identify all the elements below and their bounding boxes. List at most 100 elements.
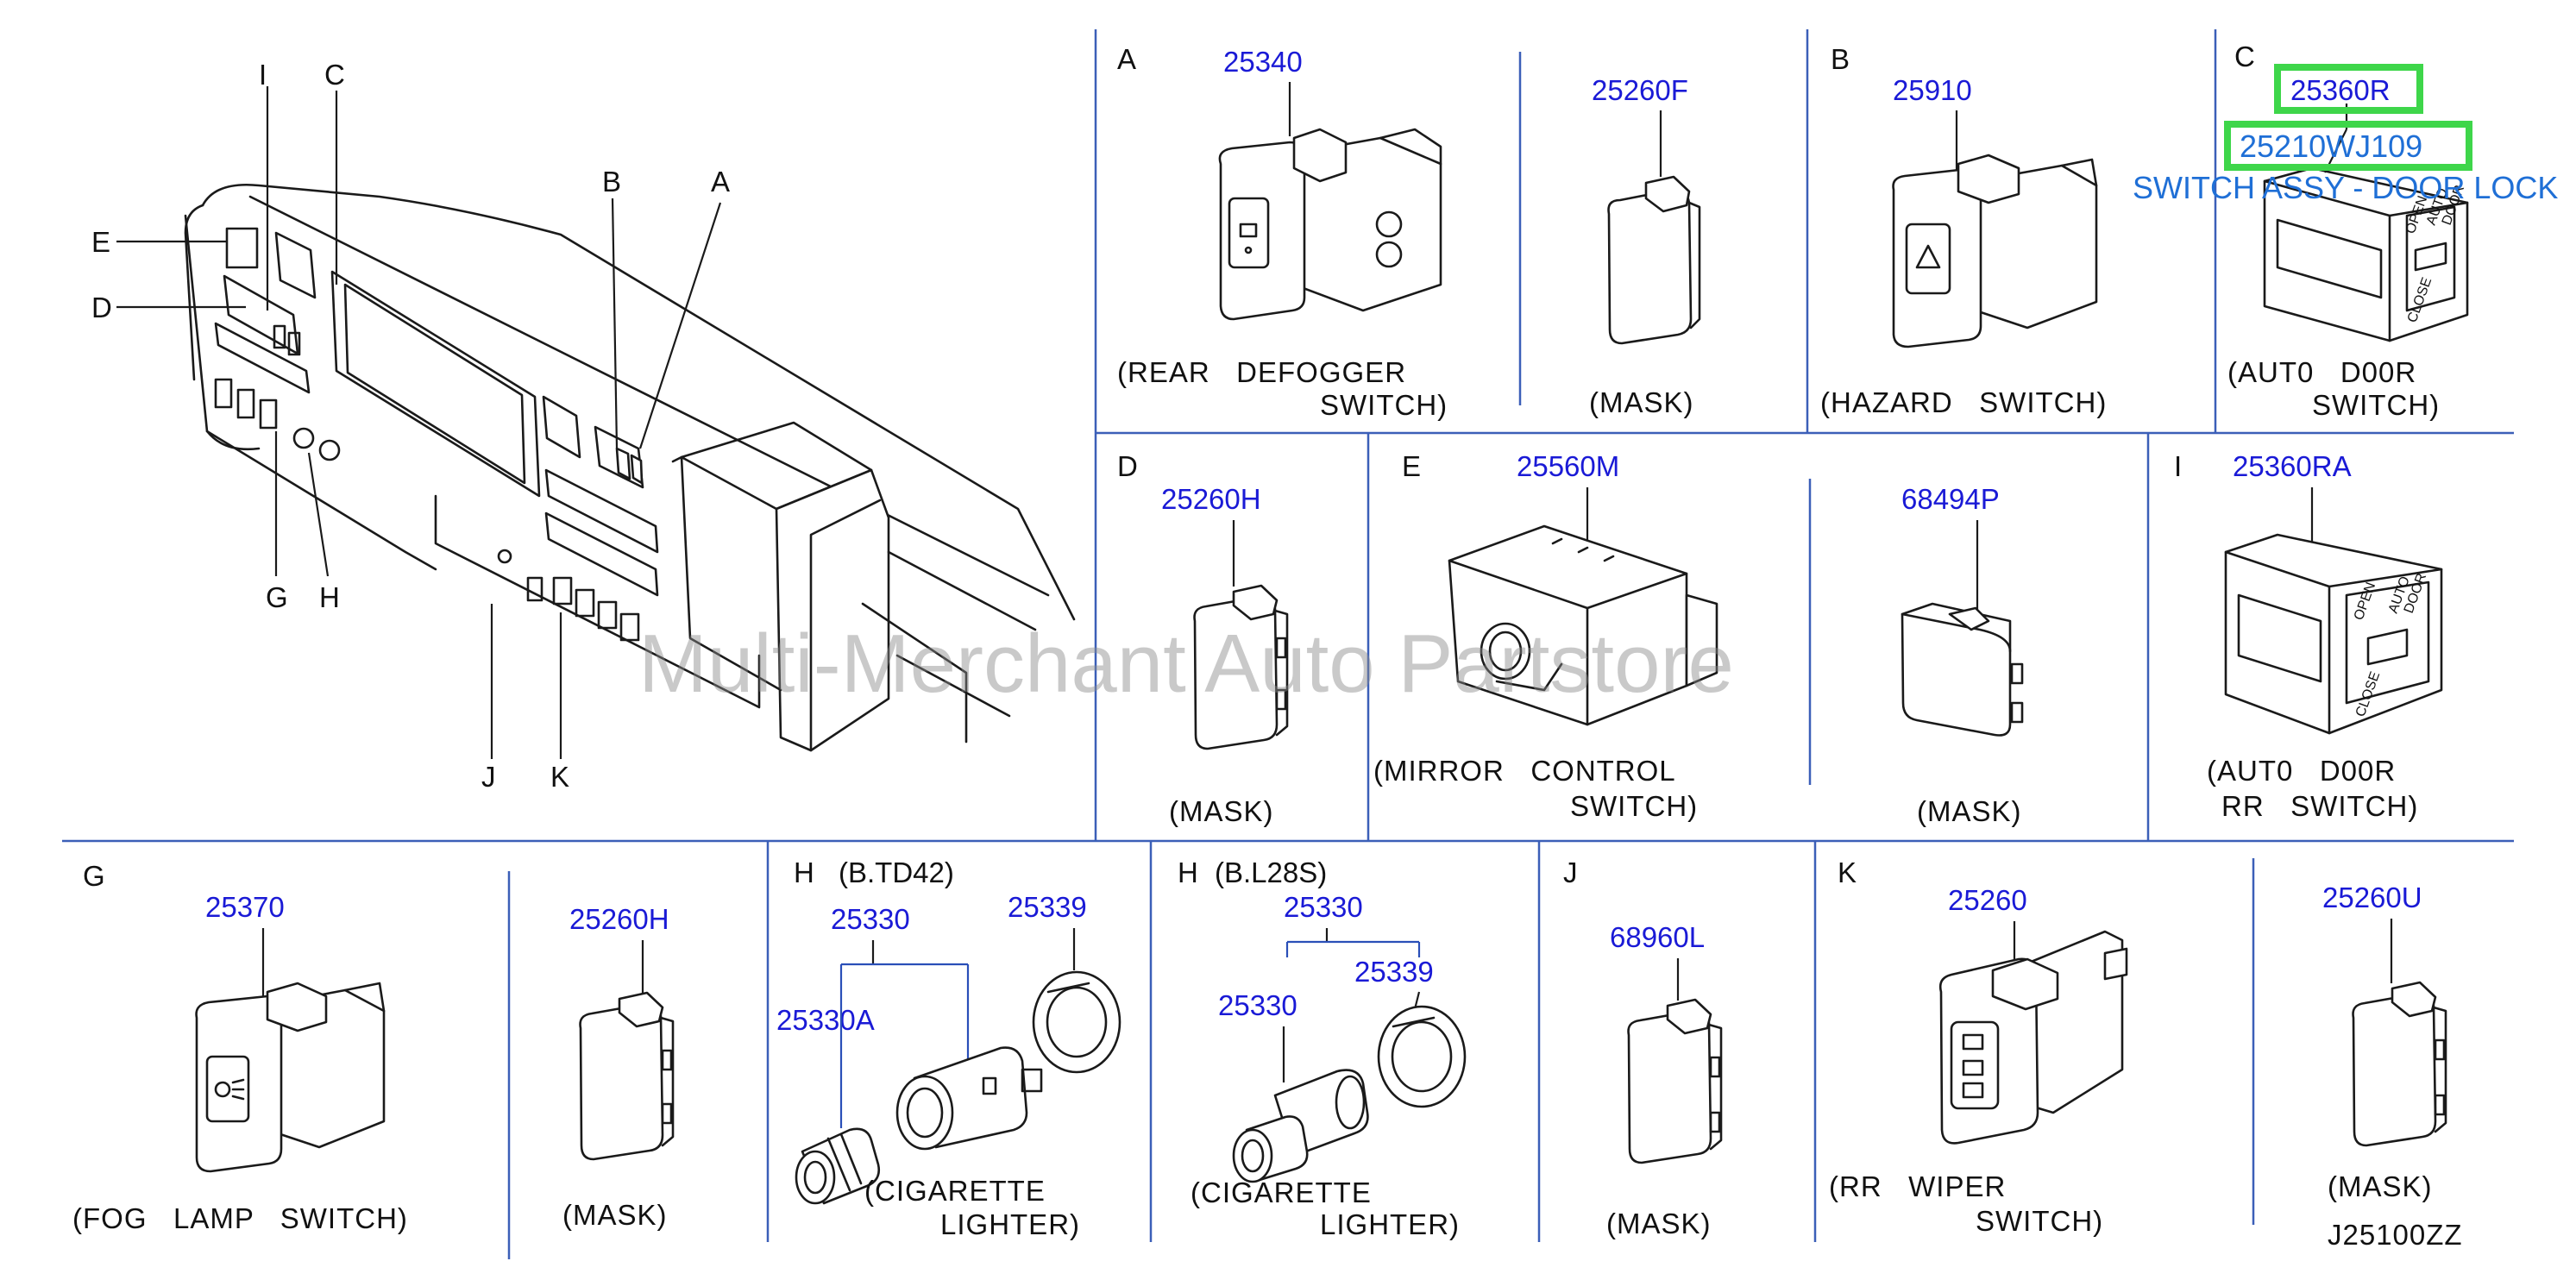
section-k: K 25260 (RR WIPER SWITCH) 25260U (MASK) … (1829, 856, 2463, 1251)
callout-A: A (711, 166, 730, 198)
section-e: E 25560M (MIRROR CONTROL SWITCH) 68494P … (1373, 450, 2024, 827)
variant-h-l28s: (B.L28S) (1215, 856, 1327, 888)
callout-C: C (324, 59, 345, 91)
callout-G: G (266, 581, 288, 613)
callout-J: J (481, 761, 496, 793)
section-grid (62, 29, 2514, 1259)
caption-hazard-switch: (HAZARD SWITCH) (1820, 386, 2107, 418)
caption-cigarette-l28s-2: LIGHTER) (1320, 1208, 1460, 1240)
mirror-control-switch-drawing (1448, 524, 1718, 726)
highlight-part-number[interactable]: 25210WJ109 (2240, 129, 2422, 164)
caption-mask-j: (MASK) (1606, 1208, 1712, 1239)
hazard-switch-drawing (1892, 154, 2098, 348)
part-number-25260U[interactable]: 25260U (2322, 882, 2422, 913)
caption-rear-defogger-2: SWITCH) (1320, 389, 1448, 421)
caption-mask-k: (MASK) (2328, 1170, 2433, 1202)
caption-mask-e: (MASK) (1917, 795, 2022, 827)
part-number-25260[interactable]: 25260 (1948, 884, 2027, 916)
auto-door-rr-switch-drawing: OPEN AUTO DOOR CLOSE (2224, 533, 2443, 735)
caption-cigarette-td42-2: LIGHTER) (940, 1208, 1080, 1240)
caption-mask-d: (MASK) (1169, 795, 1274, 827)
auto-door-switch-drawing: OPEN AUTO DOOR CLOSE (2263, 166, 2469, 342)
part-number-25339-l28s[interactable]: 25339 (1354, 956, 1434, 988)
caption-cigarette-l28s-1: (CIGARETTE (1191, 1176, 1372, 1208)
section-letter-e: E (1402, 450, 1421, 482)
caption-rr-wiper-2: SWITCH) (1976, 1205, 2103, 1237)
part-number-25330-td42[interactable]: 25330 (831, 903, 910, 935)
caption-auto-door-2: SWITCH) (2312, 389, 2440, 421)
section-a: A 25340 (REAR DEFOGGER SWITCH) 25260F (M… (1117, 43, 1701, 421)
part-number-25910[interactable]: 25910 (1893, 74, 1972, 106)
callout-B: B (602, 166, 621, 198)
part-number-25330-l28s-sub[interactable]: 25330 (1218, 989, 1297, 1021)
part-number-25560M[interactable]: 25560M (1517, 450, 1619, 482)
part-number-68960L[interactable]: 68960L (1610, 921, 1705, 953)
diagram-code: J25100ZZ (2328, 1219, 2463, 1251)
section-letter-b: B (1831, 43, 1850, 75)
section-letter-d: D (1117, 450, 1138, 482)
mask-e-drawing (1901, 602, 2024, 737)
part-number-25339-td42[interactable]: 25339 (1008, 891, 1087, 923)
section-letter-j: J (1563, 856, 1578, 888)
callout-D: D (91, 292, 112, 323)
section-b: B 25910 (HAZARD SWITCH) (1820, 43, 2107, 418)
section-letter-k: K (1838, 856, 1857, 888)
part-number-25260H-d[interactable]: 25260H (1161, 483, 1261, 515)
section-letter-h-td42: H (794, 856, 814, 888)
rr-wiper-switch-drawing (1938, 930, 2128, 1145)
section-h-l28s: H (B.L28S) 25330 25330 25339 (CIGARETTE … (1178, 856, 1467, 1240)
caption-auto-door-1: (AUT0 D00R (2227, 356, 2416, 388)
cigarette-lighter-l28s-drawing (1232, 1005, 1467, 1183)
caption-mask-g: (MASK) (562, 1199, 668, 1231)
caption-rear-defogger-1: (REAR DEFOGGER (1117, 356, 1406, 388)
watermark-text: Multi-Merchant Auto Partstore (638, 618, 1734, 710)
caption-rr-wiper-1: (RR WIPER (1829, 1170, 2006, 1202)
part-number-25260H-g[interactable]: 25260H (569, 903, 669, 935)
part-number-25260F[interactable]: 25260F (1592, 74, 1688, 106)
caption-cigarette-td42-1: (CIGARETTE (864, 1175, 1046, 1207)
section-g: G 25370 (FOG LAMP SWITCH) 25260H (MASK) (72, 860, 675, 1234)
section-letter-h-l28s: H (1178, 856, 1198, 888)
caption-mirror-control-1: (MIRROR CONTROL (1373, 755, 1676, 787)
callout-E: E (91, 226, 110, 258)
highlight-part-description: SWITCH ASSY - DOOR LOCK (2133, 170, 2558, 205)
mask-j-drawing (1627, 998, 1723, 1164)
callout-I: I (259, 59, 267, 91)
section-letter-a: A (1117, 43, 1136, 75)
section-h-td42: H (B.TD42) 25330 25339 25330A (CIGARETTE… (776, 856, 1122, 1240)
section-letter-g: G (83, 860, 105, 892)
mask-k-drawing (2352, 981, 2447, 1147)
part-number-25360RA[interactable]: 25360RA (2233, 450, 2352, 482)
caption-mirror-control-2: SWITCH) (1570, 790, 1698, 822)
mask-a-drawing (1607, 175, 1701, 345)
section-i: I 25360RA OPEN AUTO DOOR CLOSE (AUT0 D00… (2174, 450, 2443, 822)
overview-callouts: I C E D B A G H J K (91, 59, 730, 793)
part-number-25370[interactable]: 25370 (205, 891, 285, 923)
section-letter-i: I (2174, 450, 2182, 482)
mask-d-drawing (1193, 584, 1289, 750)
mask-g-drawing (579, 991, 675, 1161)
highlight-box-25210WJ109 (2224, 121, 2472, 171)
caption-auto-door-rr-1: (AUT0 D00R (2207, 755, 2396, 787)
part-number-68494P[interactable]: 68494P (1901, 483, 2000, 515)
callout-K: K (550, 761, 569, 793)
caption-auto-door-rr-2: RR SWITCH) (2221, 790, 2418, 822)
part-number-25330-l28s-top[interactable]: 25330 (1284, 891, 1363, 923)
callout-H: H (319, 581, 340, 613)
part-number-25360R[interactable]: 25360R (2290, 74, 2391, 106)
section-c: C OPEN AUTO DOOR CLOSE 25360R 25210WJ109… (2133, 41, 2558, 421)
variant-h-td42: (B.TD42) (839, 856, 954, 888)
fog-lamp-switch-drawing (195, 982, 386, 1173)
part-number-25340[interactable]: 25340 (1223, 46, 1303, 78)
rear-defogger-switch-drawing (1218, 128, 1442, 321)
dashboard-overview (184, 183, 1076, 752)
section-letter-c: C (2234, 41, 2255, 72)
section-j: J 68960L (MASK) (1563, 856, 1723, 1239)
caption-mask-a: (MASK) (1589, 386, 1694, 418)
caption-fog-lamp: (FOG LAMP SWITCH) (72, 1202, 408, 1234)
highlight-box-25360R (2274, 64, 2423, 114)
part-number-25330A[interactable]: 25330A (776, 1004, 875, 1036)
section-d: D 25260H (MASK) (1117, 450, 1289, 827)
cigarette-lighter-td42-drawing (795, 970, 1122, 1205)
